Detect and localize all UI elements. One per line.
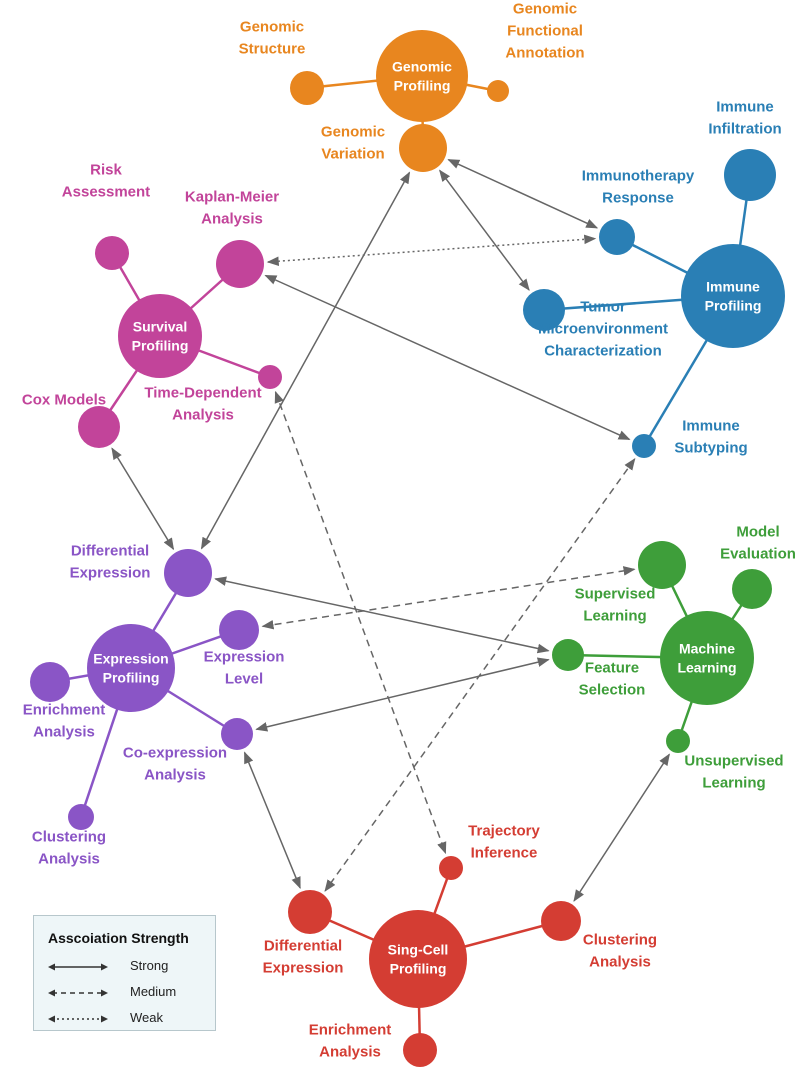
node-kaplan: [216, 240, 264, 288]
node-diff_expr: [164, 549, 212, 597]
association-link-kaplan-immune_subtyping: [264, 274, 631, 441]
association-link-expr_level-supervised: [261, 566, 636, 630]
association-link-unsupervised-sc_clustering: [573, 753, 670, 902]
association-link-diff_expr-feature_sel: [214, 576, 550, 654]
hub-node-survival: [118, 294, 202, 378]
node-cox: [78, 406, 120, 448]
association-link-genomic_variation-immunotherapy: [447, 158, 599, 229]
node-enrichment: [30, 662, 70, 702]
legend-row-medium: Medium: [48, 984, 208, 1002]
hub-node-singlecell: [369, 910, 467, 1008]
node-expr_level: [219, 610, 259, 650]
hub-node-expression: [87, 624, 175, 712]
node-genomic_structure: [290, 71, 324, 105]
node-genomic_variation: [399, 124, 447, 172]
node-model_eval: [732, 569, 772, 609]
node-feature_sel: [552, 639, 584, 671]
legend-box: Asscoiation Strength Strong Medium Weak: [33, 915, 216, 1031]
weak-line-sample: [48, 1015, 108, 1023]
node-tme: [523, 289, 565, 331]
node-genomic_functional: [487, 80, 509, 102]
hub-node-genomic: [376, 30, 468, 122]
hub-node-immune: [681, 244, 785, 348]
medium-line-sample: [48, 989, 108, 997]
node-coexpr: [221, 718, 253, 750]
node-immune_subtyping: [632, 434, 656, 458]
node-supervised: [638, 541, 686, 589]
node-label-cox: Cox Models: [22, 391, 106, 408]
node-sc_diff: [288, 890, 332, 934]
node-unsupervised: [666, 729, 690, 753]
node-immunotherapy: [599, 219, 635, 255]
node-sc_clustering: [541, 901, 581, 941]
legend-row-weak: Weak: [48, 1010, 208, 1028]
legend-strong-label: Strong: [130, 958, 169, 973]
association-link-genomic_variation-tme: [439, 169, 530, 291]
strong-line-sample: [48, 963, 108, 971]
legend-weak-label: Weak: [130, 1010, 163, 1025]
node-immune_infiltration: [724, 149, 776, 201]
hub-node-ml: [660, 611, 754, 705]
legend-medium-label: Medium: [130, 984, 177, 999]
node-sc_enrichment: [403, 1033, 437, 1067]
association-link-genomic_variation-diff_expr: [200, 171, 411, 550]
association-link-coexpr-sc_diff: [243, 751, 301, 890]
node-clustering: [68, 804, 94, 830]
node-trajectory: [439, 856, 463, 880]
node-risk: [95, 236, 129, 270]
association-link-kaplan-immunotherapy: [266, 234, 597, 267]
association-link-coexpr-feature_sel: [255, 657, 550, 732]
association-link-cox-diff_expr: [111, 447, 175, 551]
legend-row-strong: Strong: [48, 958, 208, 976]
node-timedep: [258, 365, 282, 389]
legend-title: Asscoiation Strength: [48, 930, 189, 946]
